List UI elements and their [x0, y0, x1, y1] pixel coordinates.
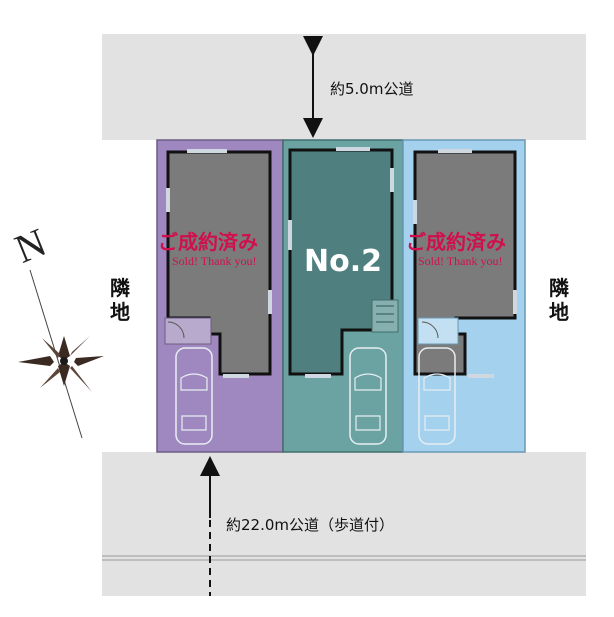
left-lot-sold-label: ご成約済み: [158, 230, 258, 254]
south-road-label: 約22.0m公道（歩道付）: [226, 516, 395, 534]
south-road: [102, 452, 586, 596]
car-right: [418, 347, 456, 445]
house-right: [413, 149, 517, 378]
north-road: [102, 34, 586, 140]
east-neighbor-label: 隣地: [549, 276, 569, 324]
compass-icon: [18, 269, 104, 439]
lot-left: [156, 139, 284, 453]
car-left: [175, 347, 213, 445]
center-lot-number: No.2: [304, 244, 382, 279]
right-lot-sold-label: ご成約済み: [406, 230, 506, 254]
north-road-label: 約5.0m公道: [330, 80, 414, 98]
lot-right: [402, 139, 526, 453]
right-lot-sold-en: Sold! Thank you!: [418, 254, 503, 268]
house-center: [288, 147, 399, 378]
car-center: [349, 347, 387, 445]
lot-center: [282, 139, 404, 453]
left-lot-sold-en: Sold! Thank you!: [172, 254, 257, 268]
west-neighbor-label: 隣地: [110, 276, 130, 324]
house-left: [164, 149, 272, 378]
